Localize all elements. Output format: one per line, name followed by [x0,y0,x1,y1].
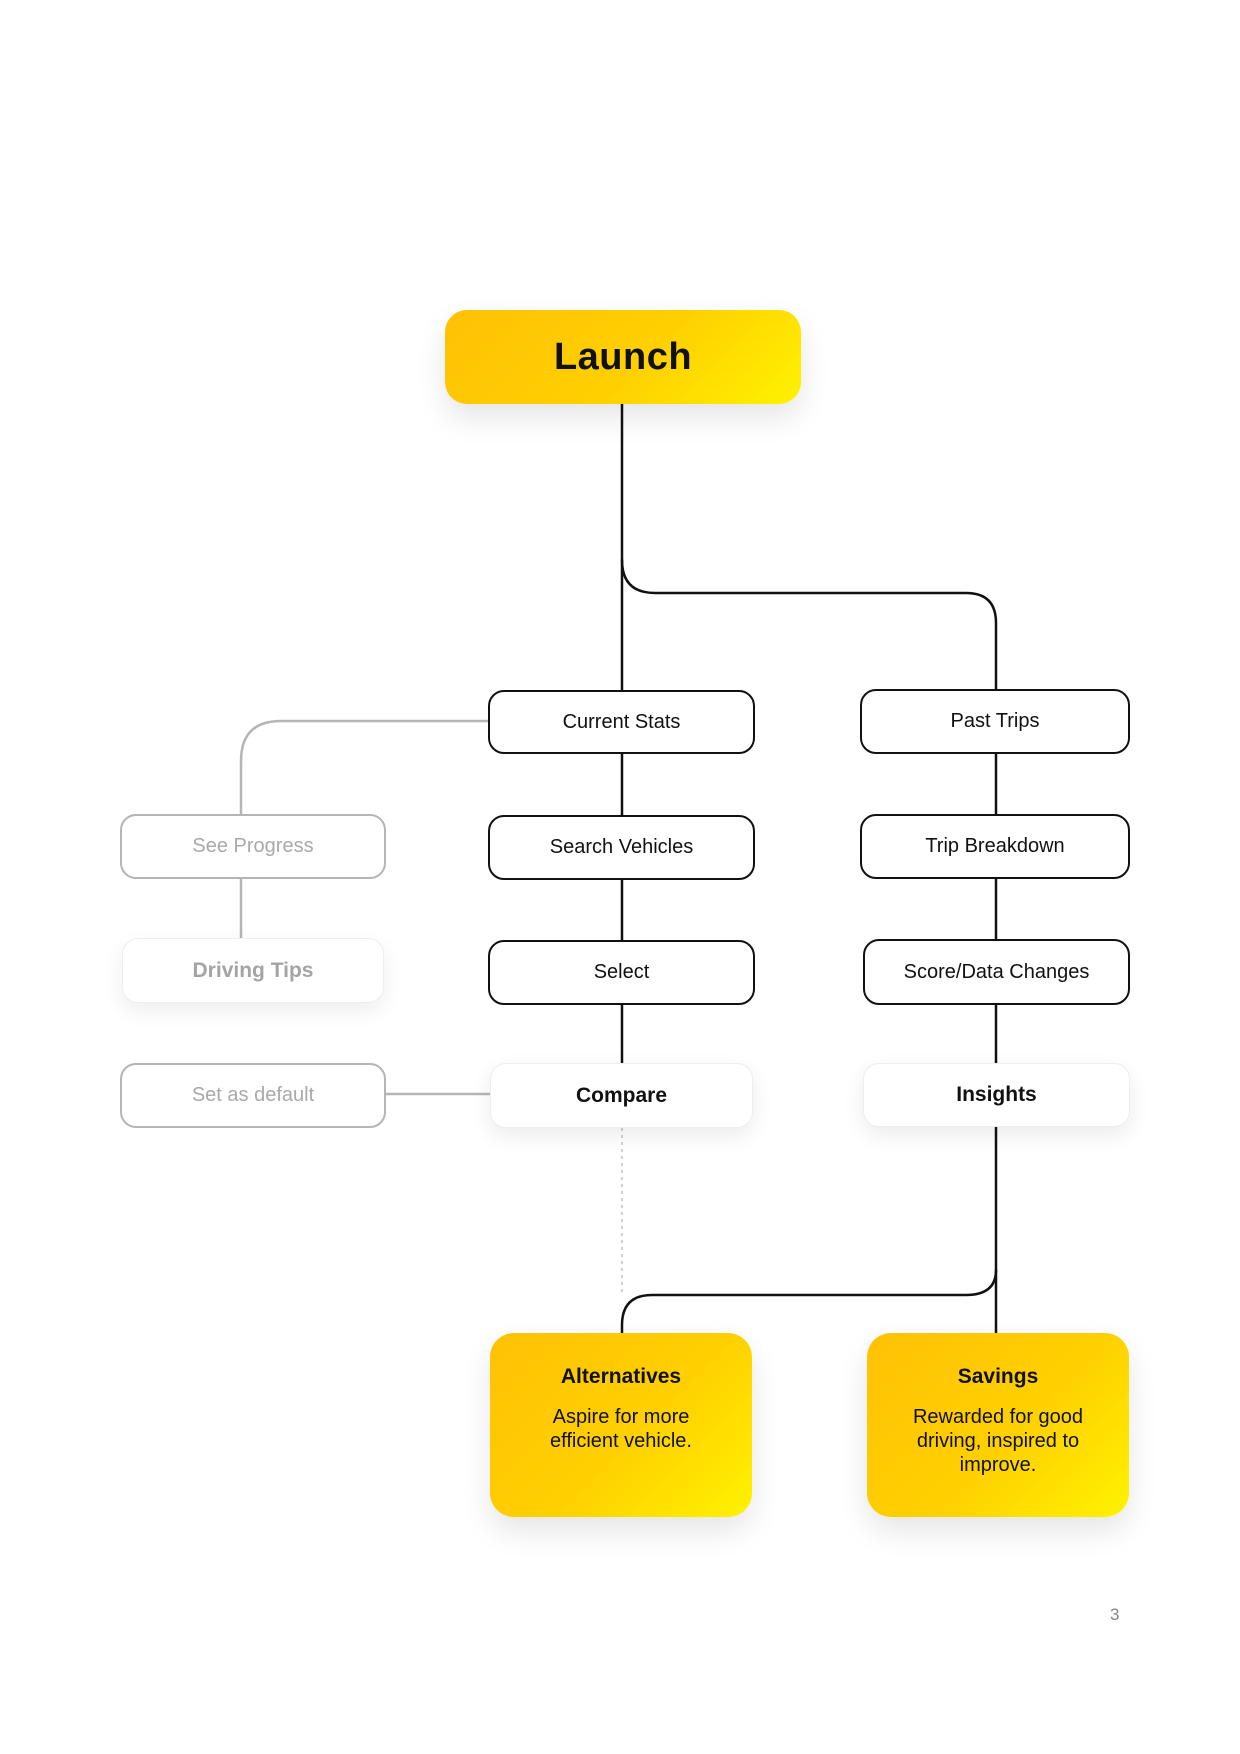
search-vehicles-label: Search Vehicles [549,836,694,858]
savings-title: Savings [957,1365,1039,1388]
savings-node[interactable]: Savings Rewarded for good driving, inspi… [867,1333,1129,1517]
current-stats-node[interactable]: Current Stats [488,690,755,754]
see-progress-label: See Progress [192,835,314,857]
alternatives-description: Aspire for more efficient vehicle. [550,1406,692,1452]
select-node[interactable]: Select [488,940,755,1005]
past-trips-node[interactable]: Past Trips [860,689,1130,754]
insights-node[interactable]: Insights [863,1063,1130,1127]
trip-breakdown-node[interactable]: Trip Breakdown [860,814,1130,879]
score-data-changes-node[interactable]: Score/Data Changes [863,939,1130,1005]
alternatives-node[interactable]: Alternatives Aspire for more efficient v… [490,1333,752,1517]
search-vehicles-node[interactable]: Search Vehicles [488,815,755,880]
compare-label: Compare [575,1083,668,1107]
compare-node[interactable]: Compare [490,1063,753,1128]
connector-launch-past-trips [620,558,998,692]
set-as-default-label: Set as default [191,1084,315,1106]
insights-label: Insights [956,1083,1037,1106]
launch-label: Launch [553,335,693,378]
current-stats-label: Current Stats [562,710,681,733]
see-progress-node[interactable]: See Progress [120,814,386,879]
page-number: 3 [1110,1605,1120,1624]
launch-node[interactable]: Launch [445,310,801,404]
driving-tips-label: Driving Tips [192,958,314,982]
alternatives-title: Alternatives [560,1365,682,1388]
set-as-default-node[interactable]: Set as default [120,1063,386,1128]
past-trips-label: Past Trips [950,710,1040,732]
select-label: Select [593,961,650,983]
score-data-changes-label: Score/Data Changes [903,960,1090,983]
savings-description: Rewarded for good driving, inspired to i… [912,1406,1084,1476]
connector-insights-alternatives [620,1268,998,1335]
driving-tips-node[interactable]: Driving Tips [122,938,384,1003]
trip-breakdown-label: Trip Breakdown [925,835,1065,857]
connector-current-stats-progress [239,719,490,816]
